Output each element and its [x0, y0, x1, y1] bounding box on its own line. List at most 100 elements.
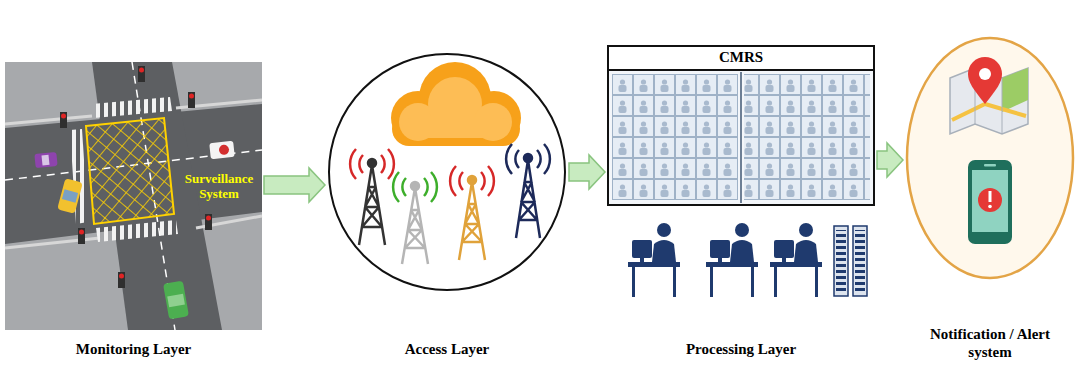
notification-illustration-part [907, 38, 1073, 278]
access-layer-circle: Access Layer [327, 52, 567, 362]
radio-tower-part [506, 144, 550, 174]
traffic-light-part [60, 112, 67, 128]
car-part [34, 152, 57, 168]
traffic-light-part [61, 114, 66, 119]
traffic-light-part [205, 214, 212, 230]
radio-tower-part [368, 159, 376, 167]
operator-desk-part [640, 258, 644, 262]
car-part-part [62, 189, 78, 202]
monitoring-layer-panel-outline [5, 62, 262, 362]
car-part-part [167, 294, 185, 308]
control-room-illustration-part [607, 45, 875, 70]
radio-tower-part [402, 188, 428, 264]
layer-caption: Monitoring Layer [5, 340, 262, 358]
processing-layer-panel-outline [607, 45, 875, 362]
intersection-illustration-part [5, 116, 92, 124]
server-rack-part [855, 230, 865, 292]
map-icon-part [950, 68, 1028, 134]
traffic-light-part [118, 272, 125, 288]
notification-alert-circle-outline [905, 35, 1075, 365]
server-rack [834, 226, 867, 296]
intersection-illustration [5, 62, 262, 330]
radio-tower-part [411, 182, 419, 190]
car-part [163, 281, 189, 320]
car-part-part [41, 155, 49, 166]
operator-desk-part [782, 258, 786, 262]
operator-desk-part [652, 240, 676, 262]
access-layer-circle-outline [327, 52, 567, 362]
traffic-light-part [139, 68, 144, 73]
monitoring-layer-panel: Surveillance SystemMonitoring Layer [5, 62, 262, 362]
radio-tower-part [516, 160, 540, 238]
block-arrow [264, 168, 325, 202]
map-icon-part [952, 104, 1026, 120]
car-part [57, 178, 83, 214]
traffic-light-part [119, 274, 124, 279]
cloud-icon [391, 62, 521, 146]
traffic-light-part [79, 230, 84, 235]
radio-tower [350, 149, 394, 245]
notification-illustration [907, 38, 1073, 278]
operator-desk-part [794, 240, 818, 262]
phone-alert-icon-part [989, 191, 992, 202]
operator-desk-part [673, 267, 676, 297]
radio-tower-part [459, 182, 485, 260]
operator-desk-part [770, 262, 822, 267]
layer-caption: Processing Layer [607, 340, 875, 358]
circle-outline [329, 54, 565, 290]
phone-alert-icon-part [968, 160, 1012, 244]
block-arrow [877, 143, 903, 177]
intersection-illustration-part [92, 97, 172, 118]
intersection-illustration-part [5, 62, 262, 330]
traffic-light-part [78, 228, 85, 244]
phone-alert-icon-part [972, 170, 1008, 232]
radio-tower-part [359, 165, 385, 245]
access-network-illustration [329, 54, 565, 290]
radio-tower-part [393, 172, 437, 202]
radio-tower [393, 172, 437, 264]
access-network-illustration-part [329, 54, 565, 290]
traffic-light-part [188, 92, 195, 108]
server-rack-part [836, 230, 846, 292]
phone-alert-icon-part [978, 188, 1002, 212]
operator-desk-part [657, 223, 671, 237]
radio-tower-part [450, 166, 494, 196]
processing-layer-panel: CMRSProcessing Layer [607, 45, 875, 362]
radio-tower-part [468, 176, 476, 184]
server-rack-part [853, 226, 867, 296]
control-room-illustration-part [740, 72, 742, 203]
block-arrow [569, 155, 605, 189]
intersection-illustration-part [96, 220, 178, 242]
traffic-light-part [189, 94, 194, 99]
control-room-illustration-part [612, 74, 738, 200]
panel-header-rule [608, 69, 874, 71]
map-icon-part [1002, 68, 1028, 112]
operator-desk-part [774, 267, 777, 297]
phone-alert-icon-part [988, 205, 992, 209]
radio-tower [450, 166, 494, 260]
operator-desk-part [774, 240, 794, 258]
operator-desk-part [718, 258, 722, 262]
layer-caption: Access Layer [327, 340, 567, 358]
car-part-part [209, 141, 235, 159]
control-room-illustration-part [607, 45, 875, 205]
car-part [209, 141, 235, 159]
radio-tower [506, 144, 550, 238]
traffic-light-part [138, 66, 145, 82]
operator-desk-part [735, 223, 749, 237]
car [34, 141, 234, 320]
surveillance-label: Surveillance System [177, 172, 261, 202]
phone-alert-icon [968, 160, 1012, 244]
notification-alert-circle: Notification / Alert system [905, 35, 1075, 365]
map-icon [950, 57, 1028, 134]
car-part-part [163, 281, 189, 320]
operator-desk-part [730, 240, 754, 262]
map-icon-part [979, 68, 991, 80]
car-part-part [218, 144, 229, 155]
map-icon-part [968, 57, 1002, 104]
car-part-part [34, 152, 57, 168]
operator-desk-part [710, 267, 713, 297]
